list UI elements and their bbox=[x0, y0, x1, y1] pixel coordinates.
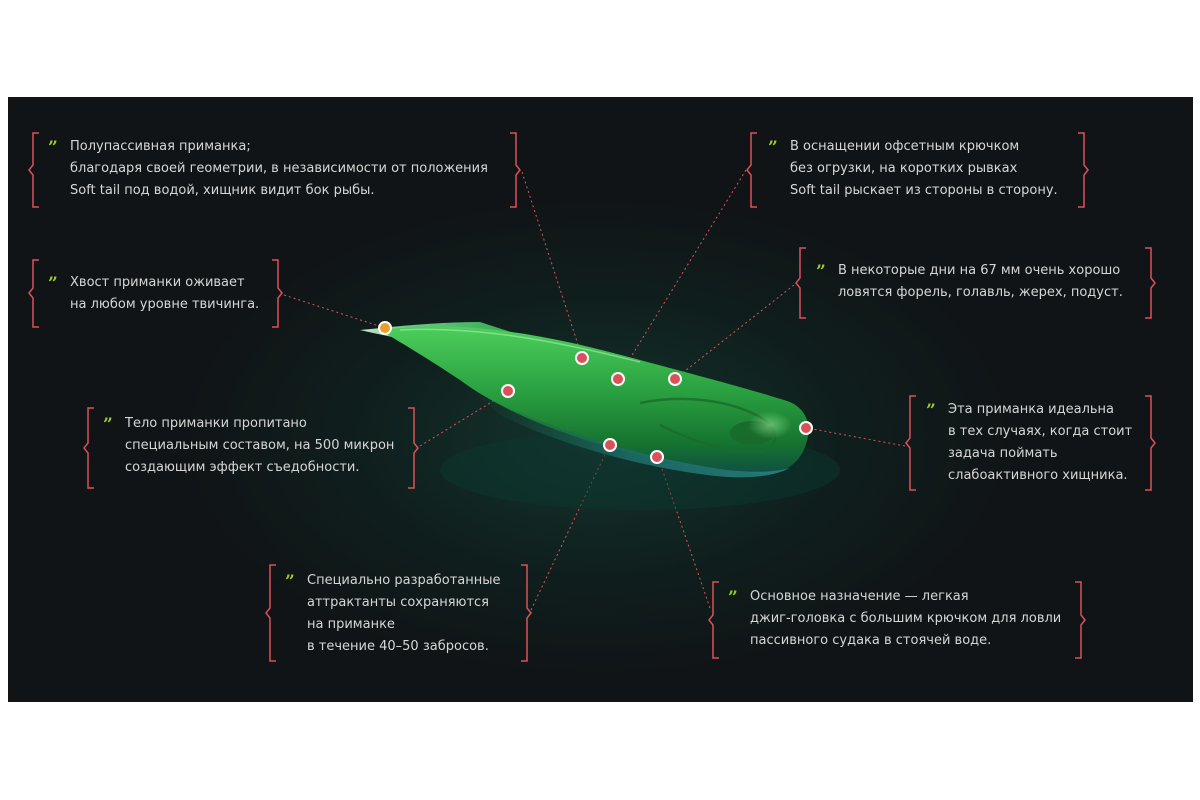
bracket-c4-right bbox=[521, 564, 532, 662]
quote-icon: ” bbox=[285, 572, 295, 592]
callout-line: благодаря своей геометрии, в независимос… bbox=[70, 161, 488, 176]
marker-body bbox=[501, 384, 515, 398]
callout-line: в течение 40–50 забросов. bbox=[307, 639, 489, 654]
marker-head bbox=[799, 421, 813, 435]
quote-icon: ” bbox=[48, 138, 58, 158]
marker-dorsal-1 bbox=[575, 351, 589, 365]
quote-icon: ” bbox=[768, 138, 778, 158]
callout-passive-lure: ” Полупассивная приманка; благодаря свое… bbox=[30, 136, 520, 202]
marker-dorsal-3 bbox=[668, 372, 682, 386]
callout-line: Хвост приманки оживает bbox=[70, 275, 245, 290]
callout-line: Специально разработанные bbox=[307, 573, 501, 588]
bracket-c2-right bbox=[272, 259, 283, 328]
callout-line: задача поймать bbox=[948, 446, 1058, 461]
bracket-c4-left bbox=[265, 564, 276, 662]
callout-body-impregnation: ” Тело приманки пропитано специальным со… bbox=[85, 413, 415, 479]
connector-c2 bbox=[283, 294, 386, 329]
callout-line: аттрактанты сохраняются bbox=[307, 595, 490, 610]
bracket-group bbox=[28, 132, 1156, 662]
callout-line: джиг-головка с большим крючком для ловли bbox=[750, 611, 1062, 626]
marker-belly-1 bbox=[603, 438, 617, 452]
connector-c5 bbox=[617, 169, 747, 379]
callout-offset-hook: ” В оснащении офсетным крючком без огруз… bbox=[750, 136, 1085, 202]
callout-line: пассивного судака в стоячей воде. bbox=[750, 633, 992, 648]
callout-line: Эта приманка идеальна bbox=[948, 402, 1115, 417]
marker-belly-2 bbox=[650, 450, 664, 464]
callout-main-purpose: ” Основное назначение — легкая джиг-голо… bbox=[710, 586, 1082, 652]
quote-icon: ” bbox=[926, 401, 936, 421]
bracket-c8-left bbox=[708, 581, 719, 659]
soft-tail-lure bbox=[360, 322, 840, 510]
bracket-c5-left bbox=[746, 132, 757, 208]
callout-line: Полупассивная приманка; bbox=[70, 139, 251, 154]
lure-body bbox=[380, 326, 809, 475]
bracket-c1-right bbox=[510, 132, 521, 208]
connector-c4 bbox=[530, 445, 610, 611]
bracket-c3-right bbox=[408, 407, 419, 489]
callout-line: специальным составом, на 500 микрон bbox=[125, 438, 395, 453]
callout-tail: ” Хвост приманки оживает на любом уровне… bbox=[30, 272, 280, 316]
callout-line: создающим эффект съедобности. bbox=[125, 460, 360, 475]
callout-line: В оснащении офсетным крючком bbox=[790, 139, 1020, 154]
quote-icon: ” bbox=[103, 415, 113, 435]
marker-group bbox=[378, 321, 813, 464]
bracket-c7-right bbox=[1145, 395, 1156, 491]
bracket-c3-left bbox=[83, 407, 94, 489]
callout-67mm: ” В некоторые дни на 67 мм очень хорошо … bbox=[798, 260, 1148, 304]
callout-line: слабоактивного хищника. bbox=[948, 468, 1128, 483]
lure-head-highlight bbox=[748, 411, 792, 439]
connector-c6 bbox=[675, 284, 795, 379]
quote-icon: ” bbox=[48, 274, 58, 294]
connector-c7 bbox=[806, 427, 906, 447]
connector-c1 bbox=[521, 171, 583, 358]
callout-line: Soft tail под водой, хищник видит бок ры… bbox=[70, 183, 375, 198]
marker-tail bbox=[378, 321, 392, 335]
bracket-c7-left bbox=[905, 395, 916, 491]
bracket-c1-left bbox=[28, 132, 39, 208]
callout-line: на приманке bbox=[307, 617, 395, 632]
lure-dorsal-highlight bbox=[399, 328, 641, 363]
bracket-c2-left bbox=[28, 259, 39, 328]
callout-line: Soft tail рыскает из стороны в сторону. bbox=[790, 183, 1058, 198]
callout-ideal: ” Эта приманка идеальна в тех случаях, к… bbox=[908, 399, 1148, 487]
quote-icon: ” bbox=[728, 588, 738, 608]
callout-line: В некоторые дни на 67 мм очень хорошо bbox=[838, 263, 1121, 278]
bracket-c6-right bbox=[1145, 247, 1156, 319]
callout-line: Основное назначение — легкая bbox=[750, 589, 969, 604]
quote-icon: ” bbox=[816, 262, 826, 282]
bracket-c5-right bbox=[1078, 132, 1089, 208]
callout-line: без огрузки, на коротких рывках bbox=[790, 161, 1018, 176]
lure-belly-shade bbox=[470, 390, 790, 478]
bracket-c6-left bbox=[795, 247, 806, 319]
callout-line: в тех случаях, когда стоит bbox=[948, 424, 1133, 439]
callout-attractants: ” Специально разработанные аттрактанты с… bbox=[267, 570, 527, 658]
bracket-c8-right bbox=[1075, 581, 1086, 659]
connector-c8 bbox=[657, 456, 711, 609]
marker-dorsal-2 bbox=[611, 372, 625, 386]
callout-line: ловятся форель, голавль, жерех, подуст. bbox=[838, 285, 1123, 300]
callout-line: на любом уровне твичинга. bbox=[70, 297, 260, 312]
callout-line: Тело приманки пропитано bbox=[125, 416, 307, 431]
